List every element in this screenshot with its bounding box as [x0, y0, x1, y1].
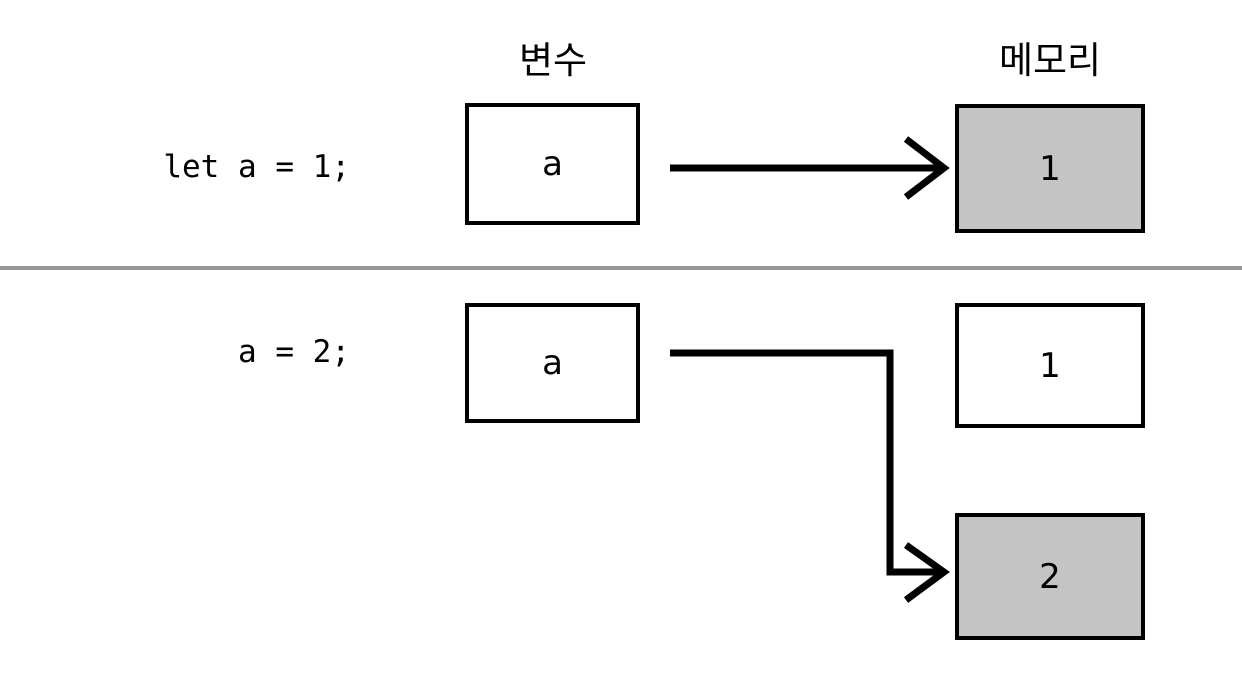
- arrow-reassignment: [670, 349, 950, 603]
- memory-box-reassignment-2: 2: [955, 513, 1145, 640]
- column-header-memory: 메모리: [998, 39, 1102, 82]
- section-divider: [0, 266, 1242, 270]
- memory-box-reassignment-1: 1: [955, 303, 1145, 428]
- variable-box-reassignment: a: [465, 303, 640, 423]
- code-line-reassignment: a = 2;: [238, 334, 350, 370]
- variable-box-declaration: a: [465, 103, 640, 225]
- memory-box-declaration-1: 1: [955, 104, 1145, 233]
- arrow-declaration: [670, 136, 950, 200]
- column-header-variable: 변수: [518, 39, 588, 82]
- code-line-declaration: let a = 1;: [163, 149, 350, 185]
